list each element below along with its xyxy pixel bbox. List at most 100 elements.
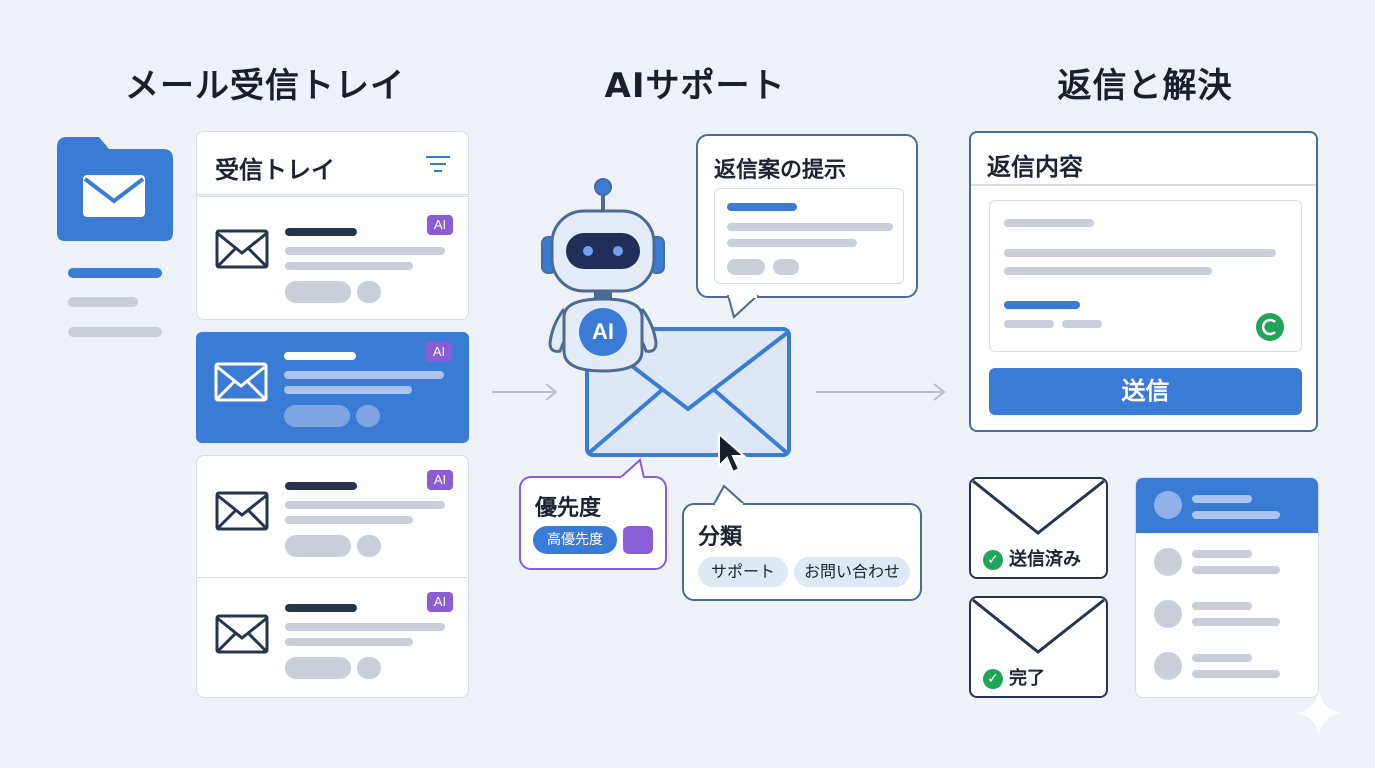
ai-badge: AI — [427, 215, 453, 235]
row-subject-line — [284, 352, 356, 360]
robot-ai-badge: AI — [592, 319, 614, 344]
row-subject-line — [285, 482, 357, 490]
row-tag — [284, 405, 350, 427]
resolve-column-title: 返信と解決 — [1057, 66, 1233, 106]
row-preview-line — [285, 262, 413, 270]
row-preview-line — [285, 501, 445, 509]
sent-status-card: ✓送信済み — [969, 477, 1108, 579]
reply-line-highlight — [1004, 301, 1080, 309]
bubble-tail — [726, 294, 762, 323]
ai-badge: AI — [427, 470, 453, 490]
contact-row[interactable] — [1136, 546, 1318, 590]
suggestion-chip — [727, 259, 765, 275]
ai-badge: AI — [426, 342, 452, 362]
check-icon: ✓ — [983, 669, 1003, 689]
suggestion-preview[interactable] — [714, 188, 904, 284]
inbox-row-selected[interactable]: AI — [196, 332, 469, 443]
contact-line — [1192, 566, 1280, 574]
avatar — [1154, 548, 1182, 576]
avatar — [1154, 491, 1182, 519]
contact-line — [1192, 670, 1280, 678]
contact-row[interactable] — [1136, 650, 1318, 694]
contact-row-selected[interactable] — [1136, 478, 1318, 533]
reply-line — [1062, 320, 1102, 328]
inbox-list-lower: AI AI — [196, 455, 469, 698]
folder-mail-icon — [55, 135, 175, 249]
sent-label: ✓送信済み — [983, 545, 1081, 571]
suggestion-line — [727, 223, 893, 231]
avatar — [1154, 600, 1182, 628]
flow-arrow-1 — [492, 382, 560, 406]
inbox-row[interactable]: AI — [197, 456, 467, 578]
row-tag — [285, 281, 351, 303]
envelope-icon — [215, 491, 269, 531]
check-icon: ✓ — [983, 550, 1003, 570]
reply-title: 返信内容 — [987, 153, 1083, 181]
row-preview-line — [285, 623, 445, 631]
row-tag-dot — [357, 535, 381, 557]
filter-icon[interactable] — [425, 154, 451, 178]
folder-nav-bar[interactable] — [68, 297, 138, 307]
inbox-row[interactable]: AI — [196, 196, 469, 320]
row-preview-line — [284, 371, 444, 379]
row-preview-line — [284, 386, 412, 394]
row-tag — [285, 535, 351, 557]
contact-line — [1192, 654, 1252, 662]
contact-row[interactable] — [1136, 598, 1318, 642]
suggestion-title: 返信案の提示 — [714, 158, 847, 183]
inbox-header-title: 受信トレイ — [215, 156, 335, 184]
suggestion-line — [727, 239, 857, 247]
inbox-column-title: メール受信トレイ — [125, 66, 405, 106]
contact-line — [1192, 618, 1280, 626]
reply-divider — [971, 184, 1316, 186]
avatar — [1154, 652, 1182, 680]
row-tag-dot — [357, 657, 381, 679]
row-subject-line — [285, 604, 357, 612]
priority-color-swatch — [623, 526, 653, 554]
grammar-check-icon[interactable] — [1256, 313, 1284, 341]
reply-body-field[interactable] — [989, 200, 1302, 352]
envelope-icon — [972, 479, 1105, 535]
inbox-row[interactable]: AI — [197, 579, 467, 697]
priority-tag[interactable]: 高優先度 — [533, 526, 617, 554]
bubble-tail — [618, 458, 648, 484]
contact-line — [1192, 495, 1252, 503]
row-preview-line — [285, 638, 413, 646]
envelope-icon — [215, 614, 269, 654]
priority-title: 優先度 — [535, 496, 602, 521]
send-button[interactable]: 送信 — [989, 368, 1302, 415]
sparkle-icon — [1294, 688, 1344, 742]
row-preview-line — [285, 516, 413, 524]
reply-line — [1004, 320, 1054, 328]
row-tag — [285, 657, 351, 679]
done-status-card: ✓完了 — [969, 596, 1108, 698]
contact-list — [1135, 477, 1319, 698]
row-subject-line — [285, 228, 357, 236]
reply-line — [1004, 249, 1276, 257]
category-bubble: 分類 サポート お問い合わせ — [682, 503, 922, 601]
folder-nav-bar-active[interactable] — [68, 268, 162, 278]
row-preview-line — [285, 247, 445, 255]
category-title: 分類 — [698, 525, 743, 550]
row-tag-dot — [357, 281, 381, 303]
inbox-header: 受信トレイ — [196, 131, 469, 195]
reply-line — [1004, 267, 1212, 275]
cursor-icon — [716, 431, 748, 478]
priority-bubble: 優先度 高優先度 — [519, 476, 667, 570]
suggestion-line — [727, 203, 797, 211]
contact-line — [1192, 550, 1252, 558]
contact-line — [1192, 602, 1252, 610]
category-tag-inquiry[interactable]: お問い合わせ — [794, 557, 910, 587]
reply-line — [1004, 219, 1094, 227]
flow-arrow-2 — [816, 382, 948, 406]
category-tag-support[interactable]: サポート — [698, 557, 788, 587]
folder-nav-bar[interactable] — [68, 327, 162, 337]
bubble-tail — [712, 484, 748, 510]
suggestion-chip — [773, 259, 799, 275]
contact-line — [1192, 511, 1280, 519]
row-tag-dot — [356, 405, 380, 427]
done-label: ✓完了 — [983, 664, 1045, 690]
envelope-icon — [972, 598, 1105, 654]
robot-icon: AI — [536, 175, 670, 379]
reply-suggestion-bubble: 返信案の提示 — [696, 134, 918, 298]
